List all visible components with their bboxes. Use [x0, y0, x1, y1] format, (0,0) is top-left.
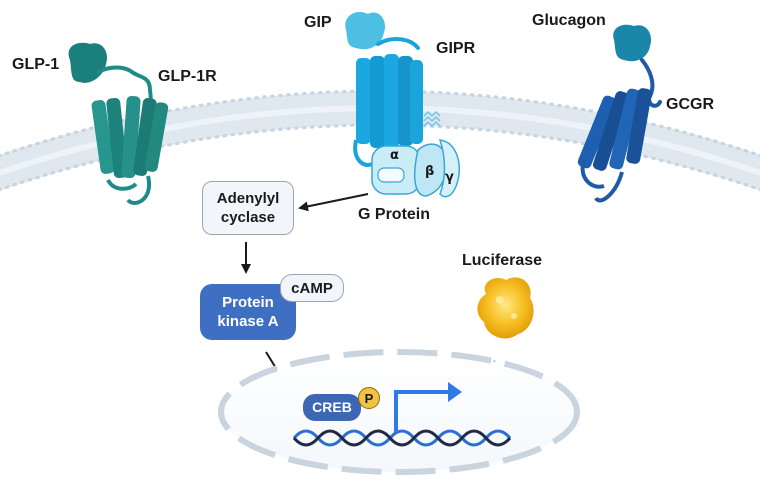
glp1-receptor-shape — [91, 65, 169, 205]
adenylyl-cyclase-box: Adenylyl cyclase — [202, 181, 294, 235]
transcription-arrowhead — [448, 382, 462, 402]
gcgr-label: GCGR — [666, 96, 714, 113]
glucagon-label: Glucagon — [532, 12, 606, 29]
dna-helix — [292, 429, 512, 447]
gamma-subunit-label: γ — [445, 170, 454, 185]
creb-box: CREB — [303, 394, 361, 421]
beta-subunit-label: β — [425, 164, 435, 179]
g-protein-label: G Protein — [358, 206, 431, 223]
glucagon-ligand-shape — [613, 24, 652, 62]
alpha-subunit-label: α — [390, 148, 399, 163]
camp-box: cAMP — [280, 274, 344, 302]
gipr-label: GIPR — [436, 40, 476, 57]
luciferase-shape — [477, 277, 534, 339]
g-protein-complex — [371, 110, 460, 198]
glp1r-label: GLP-1R — [158, 68, 217, 85]
glp1-label: GLP-1 — [12, 56, 60, 73]
phospho-badge: P — [358, 387, 380, 409]
luciferase-label: Luciferase — [462, 252, 543, 269]
glp1-ligand-shape — [68, 42, 108, 83]
nucleus — [218, 349, 580, 475]
transcription-arrow — [394, 390, 450, 432]
gipr-receptor-shape — [353, 37, 423, 167]
arrow-gprotein-to-ac — [298, 193, 369, 212]
gip-ligand-shape — [345, 11, 386, 50]
gcgr-receptor-shape — [577, 58, 662, 203]
gip-label: GIP — [304, 14, 332, 31]
